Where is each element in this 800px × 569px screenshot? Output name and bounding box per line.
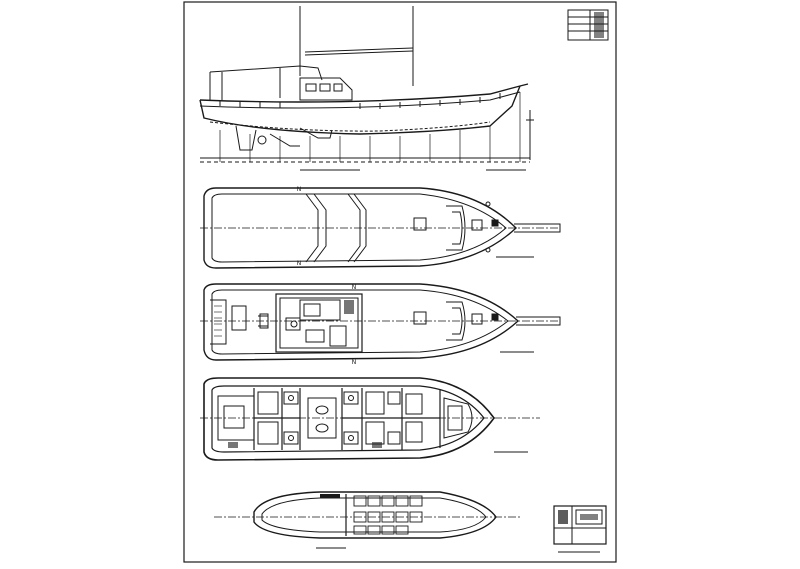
aft-seating: [210, 299, 227, 345]
rail-line: [199, 91, 521, 109]
frame-stations: [219, 92, 521, 162]
deck-outline: [203, 187, 518, 269]
windlass-icon: [471, 219, 483, 231]
cabin-berths: [257, 391, 423, 445]
cabin-bulkheads: [253, 388, 441, 450]
stanchions: [219, 93, 501, 109]
bowsprit: [514, 223, 561, 233]
helm-station: [285, 317, 301, 331]
title-block-top: [567, 9, 609, 41]
shaft: [269, 133, 300, 147]
bowsprit-2: [516, 316, 561, 326]
section-mark-n-3: N: [352, 284, 357, 291]
keel: [299, 127, 333, 139]
forepeak-cabin: [443, 397, 473, 439]
boom: [304, 47, 414, 53]
title-block-bottom: [553, 505, 607, 553]
heads: [283, 391, 401, 445]
deck-inner-outline: [211, 193, 507, 263]
deckhouse-aft: [305, 193, 319, 263]
tank-hull-outline: [253, 491, 497, 539]
side-profile-view: [199, 6, 534, 171]
rudder: [235, 125, 257, 151]
main-deck-plan-view: N N: [200, 186, 561, 269]
galley: [305, 329, 325, 343]
tank-grid: [353, 495, 423, 535]
saloon-house: [275, 293, 363, 353]
tank-plan-view: [214, 491, 520, 549]
section-mark-n-2: N: [297, 260, 302, 267]
section-mark-n-1: N: [297, 186, 302, 193]
hatch-1: [413, 217, 427, 231]
upper-deck-outline: [203, 283, 520, 361]
lower-deck-accommodation-view: [200, 377, 540, 461]
bimini-top: [209, 65, 323, 81]
foredeck-cockpit: [446, 205, 466, 251]
deckhouse: [299, 77, 353, 101]
companionway: [307, 397, 337, 439]
upper-deck-plan-view: N N: [200, 283, 561, 366]
hull: [199, 85, 521, 135]
aft-table: [231, 305, 247, 331]
lower-hull-outline: [203, 377, 495, 461]
hatch-2: [413, 311, 427, 325]
section-mark-n-4: N: [352, 359, 357, 366]
deckhouse-fwd: [347, 193, 361, 263]
master-berth: [223, 405, 245, 429]
propeller-icon: [257, 135, 267, 145]
logo-mark: [558, 510, 568, 524]
dinette: [299, 299, 341, 321]
seat-cushions: [214, 305, 222, 337]
sheet-border: [183, 1, 617, 563]
sheer-line: [199, 83, 529, 103]
